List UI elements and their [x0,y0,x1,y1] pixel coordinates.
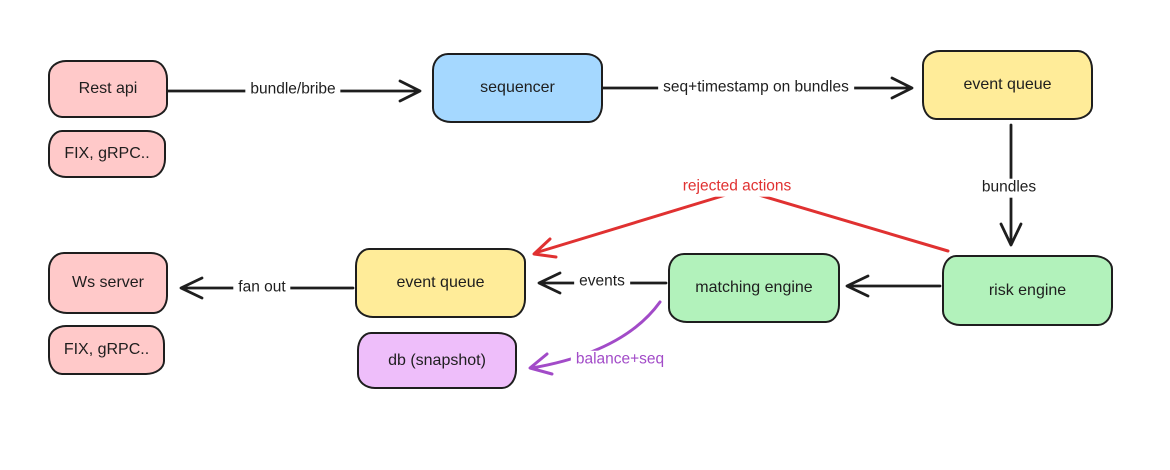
node-sequencer-label: sequencer [480,79,555,96]
node-matching-engine-label: matching engine [695,279,813,296]
node-risk-engine: risk engine [942,255,1113,326]
node-risk-engine-label: risk engine [988,281,1067,299]
node-fix-grpc-bottom-label: FIX, gRPC.. [63,341,150,358]
edge-label-fan-out: fan out [233,278,291,298]
node-ws-server: Ws server [48,252,168,314]
node-db-snapshot: db (snapshot) [357,332,517,389]
node-rest-api: Rest api [48,60,168,118]
node-event-queue-top: event queue [922,50,1093,120]
edge-label-seq-timestamp: seq+timestamp on bundles [658,78,854,98]
node-ws-server-label: Ws server [72,274,144,291]
node-db-snapshot-label: db (snapshot) [388,351,486,369]
node-fix-grpc-top-label: FIX, gRPC.. [64,145,150,162]
edge-label-balance-seq: balance+seq [570,350,670,370]
node-event-queue-top-label: event queue [963,76,1052,93]
edge-label-bundle-bribe: bundle/bribe [245,80,341,100]
edge-label-events: events [574,272,630,292]
edge-label-bundles: bundles [976,178,1042,198]
node-fix-grpc-bottom: FIX, gRPC.. [48,325,165,375]
node-event-queue-bottom: event queue [355,248,526,318]
node-fix-grpc-top: FIX, gRPC.. [48,130,166,178]
arrow-risk-to-matching [845,274,942,298]
arrow-balance-seq [528,300,662,376]
edge-label-rejected-actions: rejected actions [677,177,797,197]
node-event-queue-bottom-label: event queue [396,274,485,291]
node-sequencer: sequencer [432,53,603,123]
arrow-rejected-actions [532,188,950,259]
node-matching-engine: matching engine [668,253,840,323]
node-rest-api-label: Rest api [78,80,138,97]
